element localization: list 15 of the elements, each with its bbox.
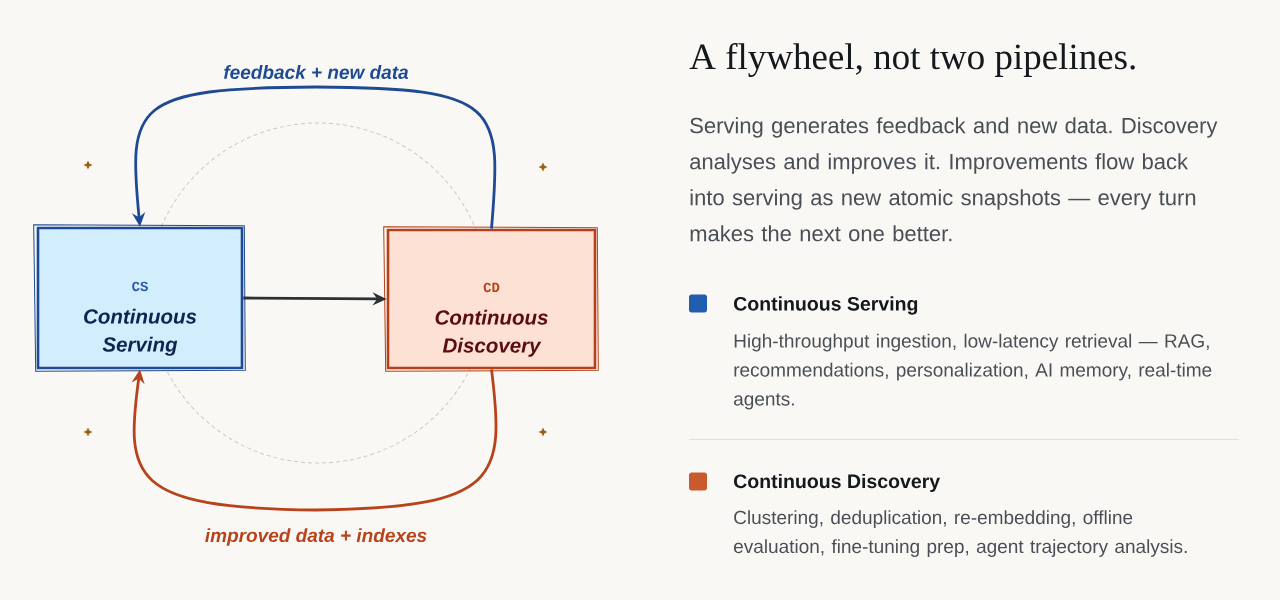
title-text: Continuous Discovery [435, 309, 548, 357]
paragraph: Serving generates feedback and new data. Discovery analyses and improves it. Improvements flow back into serving as new atomic snapshots — every turn makes the next one better. [690, 117, 1218, 242]
arrow [131, 369, 498, 512]
title-text: Continuous Serving [84, 308, 197, 356]
edge-label: improved data + indexes [202, 526, 430, 548]
description: Clustering, deduplication, re-embedding, offline evaluation, fine-tuning prep, agent trajectory analysis. [734, 510, 1187, 557]
process-box [383, 226, 599, 372]
tag-text: CD [483, 282, 500, 293]
legend-label: Continuous Discovery [734, 473, 941, 493]
tag-text: CS [132, 281, 148, 292]
description: High-throughput ingestion, low-latency retrieval — RAG, recommendations, personalization, AI memory, real-time agents. [734, 333, 1212, 410]
process-box [33, 224, 246, 372]
edge-label: feedback + new data [221, 63, 411, 81]
legend-label: Continuous Serving [734, 296, 918, 315]
heading: A flywheel, not two pipelines. [689, 42, 1135, 77]
